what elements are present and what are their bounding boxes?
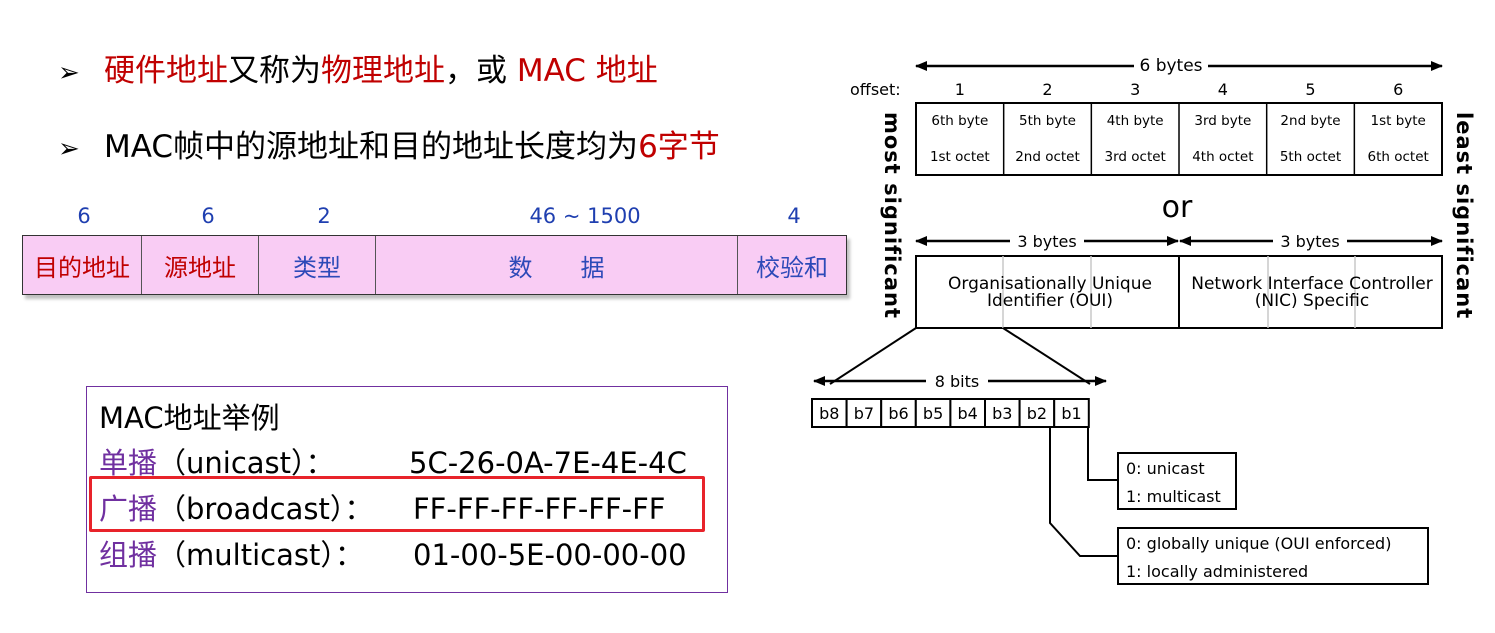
- offset-label: offset:: [850, 80, 901, 99]
- bullet-text: MAC帧中的源地址和目的地址长度均为6字节: [104, 129, 720, 165]
- broadcast-highlight-box: [89, 476, 705, 532]
- bullet-text-part: MAC帧中的源地址和目的地址长度均为: [104, 129, 639, 165]
- byte-label: 5th byte: [1019, 113, 1076, 129]
- multicast-label: 组播: [99, 538, 158, 572]
- bullet-arrow-icon: ➢: [58, 58, 80, 88]
- broadcast-row: 广播（broadcast）： FF-FF-FF-FF-FF-FF: [99, 490, 666, 528]
- offset-number: 5: [1305, 80, 1315, 99]
- most-significant-label: most significant: [880, 112, 904, 319]
- bullet-text: 硬件地址又称为物理地址，或 MAC 地址: [104, 53, 658, 89]
- bit-label: b3: [992, 404, 1012, 423]
- bit-box: [845, 398, 883, 428]
- multicast-value: 01-00-5E-00-00-00: [413, 538, 687, 572]
- octet-label: 5th octet: [1280, 149, 1341, 165]
- offset-number: 2: [1042, 80, 1052, 99]
- mac-frame-table: 目的地址 源地址 类型 数 据 校验和: [22, 235, 847, 295]
- six-bytes-label: 6 bytes: [1139, 56, 1202, 76]
- size-dest: 6: [77, 204, 91, 228]
- offset-number: 1: [955, 80, 965, 99]
- bit-label: b6: [888, 404, 908, 423]
- field-checksum: 校验和: [756, 253, 828, 282]
- offset-number: 3: [1130, 80, 1140, 99]
- field-src-address: 源地址: [142, 236, 259, 294]
- nic-label-line2: (NIC) Specific: [1255, 291, 1369, 311]
- bit-box: [880, 398, 917, 428]
- nic-label-line1: Network Interface Controller: [1191, 274, 1433, 294]
- size-src: 6: [201, 204, 215, 228]
- multicast-row: 组播（multicast）： 01-00-5E-00-00-00: [99, 536, 687, 574]
- least-significant-label: least significant: [1452, 112, 1476, 319]
- mac-example-box: MAC地址举例 单播（unicast）： 5C-26-0A-7E-4E-4C 广播…: [86, 386, 728, 593]
- broadcast-kind: （broadcast）：: [157, 492, 374, 526]
- bullet-text-part: MAC 地址: [516, 53, 658, 89]
- b2-global-text: 0: globally unique (OUI enforced): [1126, 534, 1391, 553]
- offset-number: 4: [1218, 80, 1228, 99]
- unicast-kind: （unicast）：: [157, 446, 335, 480]
- oui-bytes-label: 3 bytes: [1017, 232, 1076, 251]
- oui-label-line2: Identifier (OUI): [987, 291, 1113, 311]
- size-type: 2: [317, 204, 331, 228]
- mac-example-title: MAC地址举例: [99, 401, 280, 435]
- broadcast-value: FF-FF-FF-FF-FF-FF: [413, 492, 666, 526]
- offset-number: 6: [1393, 80, 1403, 99]
- byte-label: 1st byte: [1370, 113, 1425, 129]
- octet-label: 4th octet: [1192, 149, 1253, 165]
- nic-bytes-label: 3 bytes: [1280, 232, 1339, 251]
- field-data: 数 据: [376, 236, 738, 294]
- b1-multicast-text: 1: multicast: [1126, 487, 1221, 506]
- byte-label: 4th byte: [1107, 113, 1164, 129]
- b1-meaning-box: [1117, 452, 1237, 510]
- bit-label: b7: [854, 404, 874, 423]
- bullet-arrow-icon: ➢: [58, 134, 80, 164]
- size-data: 46 ~ 1500: [529, 204, 641, 228]
- octet-label: 2nd octet: [1015, 149, 1080, 165]
- unicast-value: 5C-26-0A-7E-4E-4C: [409, 446, 687, 480]
- b2-meaning-box: [1117, 527, 1429, 585]
- bit-label: b5: [923, 404, 943, 423]
- b1-unicast-text: 0: unicast: [1126, 459, 1205, 478]
- field-dest-address: 目的地址: [23, 236, 142, 294]
- field-type: 类型: [259, 236, 376, 294]
- bit-box: [914, 398, 952, 428]
- byte-label: 6th byte: [931, 113, 988, 129]
- broadcast-label: 广播: [99, 492, 158, 526]
- bit-label: b2: [1027, 404, 1047, 423]
- b2-local-text: 1: locally administered: [1126, 562, 1308, 581]
- bullet-text-part: 物理地址: [321, 53, 445, 89]
- bit-box: [1053, 398, 1090, 428]
- bit-label: b8: [819, 404, 839, 423]
- bullet-address-length: ➢ MAC帧中的源地址和目的地址长度均为6字节: [58, 127, 720, 169]
- eight-bits-label: 8 bits: [935, 372, 979, 391]
- bullet-text-part: 又称为: [228, 53, 321, 89]
- octet-label: 6th octet: [1368, 149, 1429, 165]
- bullet-text-part: 6字节: [638, 129, 720, 165]
- bullet-hardware-address: ➢ 硬件地址又称为物理地址，或 MAC 地址: [58, 51, 658, 93]
- octet-label: 3rd octet: [1105, 149, 1166, 165]
- size-checksum: 4: [787, 204, 801, 228]
- byte-label: 2nd byte: [1280, 113, 1340, 129]
- unicast-row: 单播（unicast）： 5C-26-0A-7E-4E-4C: [99, 444, 687, 482]
- multicast-kind: （multicast）：: [157, 538, 364, 572]
- byte-label: 3rd byte: [1194, 113, 1251, 129]
- bullet-text-part: ，或: [445, 53, 517, 89]
- bullet-text-part: 硬件地址: [104, 53, 228, 89]
- oui-label-line1: Organisationally Unique: [948, 274, 1152, 294]
- bit-label: b4: [958, 404, 978, 423]
- unicast-label: 单播: [99, 446, 158, 480]
- or-label: or: [1162, 190, 1193, 225]
- bit-label: b1: [1061, 404, 1081, 423]
- octet-label: 1st octet: [930, 149, 990, 165]
